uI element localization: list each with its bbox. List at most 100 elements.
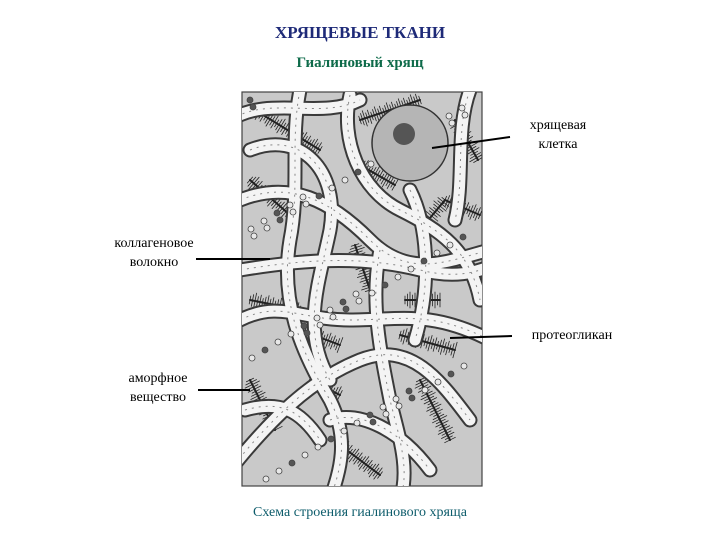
- matrix-granule: [247, 225, 255, 233]
- proteoglycan-bristle: [312, 142, 319, 152]
- proteoglycan-bristle: [359, 268, 368, 272]
- proteoglycan-bristle: [390, 179, 396, 188]
- collagen-fiber-periodicity: [242, 92, 482, 486]
- proteoglycan-bristle: [466, 147, 480, 156]
- proteoglycan-bristle: [452, 341, 458, 359]
- matrix-granule: [379, 403, 387, 411]
- matrix-granule: [329, 313, 337, 321]
- proteoglycan-bristle: [256, 296, 259, 307]
- proteoglycan-bristle: [377, 471, 383, 479]
- proteoglycan-bristle: [317, 146, 323, 154]
- proteoglycan-bristle: [247, 385, 262, 393]
- proteoglycan-bristle: [370, 111, 374, 121]
- proteoglycan-pointer-line: [449, 335, 513, 339]
- proteoglycan-bristle: [433, 207, 441, 213]
- proteoglycan-bristle: [270, 115, 279, 129]
- proteoglycan-bristle: [246, 176, 254, 184]
- matrix-granule: [273, 209, 281, 217]
- proteoglycan-bristle: [269, 116, 276, 126]
- proteoglycan-bristle: [432, 337, 438, 352]
- proteoglycan-bristle: [246, 377, 254, 383]
- matrix-granule: [250, 232, 258, 240]
- proteoglycan-bristle: [432, 413, 445, 421]
- proteoglycan-bristle: [439, 338, 446, 355]
- proteoglycan-bristle: [466, 205, 471, 215]
- matrix-granule: [262, 475, 270, 483]
- proteoglycan-bristle: [441, 431, 455, 439]
- proteoglycan-bristle: [375, 169, 384, 183]
- proteoglycan-bristle: [373, 106, 380, 123]
- collagen-label: коллагеновое волокно: [96, 234, 212, 272]
- collagen-fiber-band-1: [249, 144, 332, 381]
- proteoglycan-bristle: [358, 115, 362, 125]
- matrix-granule: [408, 394, 416, 402]
- proteoglycan-bristle: [478, 210, 482, 220]
- proteoglycan-bristle: [414, 93, 421, 108]
- proteoglycan-bristle: [450, 343, 455, 356]
- matrix-granule: [367, 160, 375, 168]
- proteoglycan-bristle: [443, 342, 447, 353]
- page-subtitle: Гиалиновый хрящ: [296, 55, 424, 71]
- proteoglycan-bristle: [362, 460, 370, 469]
- proteoglycan-bristle: [281, 122, 290, 136]
- matrix-granule: [459, 233, 467, 241]
- proteoglycan-bristle: [367, 463, 377, 475]
- proteoglycan-bristle: [372, 109, 377, 122]
- proteoglycan-bristle: [372, 467, 380, 477]
- proteoglycan-bristle: [425, 210, 439, 222]
- proteoglycan-bristle: [462, 202, 470, 216]
- proteoglycan-bristle: [358, 456, 370, 470]
- proteoglycan-bristle: [469, 154, 482, 163]
- proteoglycan-bristle: [436, 340, 439, 350]
- amorphous-label: аморфное вещество: [112, 369, 204, 407]
- proteoglycan-bristle: [430, 338, 435, 350]
- proteoglycan-bristle: [418, 384, 429, 390]
- matrix-granule: [341, 176, 349, 184]
- proteoglycan-bristle: [363, 459, 373, 473]
- matrix-granule: [353, 419, 361, 427]
- proteoglycan-bristle: [335, 338, 341, 351]
- matrix-granule: [301, 451, 309, 459]
- amorphous-label-line1: аморфное: [128, 371, 188, 386]
- matrix-granule: [274, 338, 282, 346]
- proteoglycan-bristle: [429, 408, 443, 416]
- matrix-granule: [420, 257, 428, 265]
- proteoglycan-bristle: [251, 389, 260, 394]
- proteoglycan-bristle: [415, 379, 427, 386]
- proteoglycan-bristle: [245, 379, 257, 386]
- cell-pointer-line: [431, 136, 511, 149]
- matrix-granule: [433, 249, 441, 257]
- proteoglycan-bristle: [432, 415, 448, 424]
- cell-label-line2: клетка: [538, 137, 578, 152]
- proteoglycan-bristle: [430, 407, 440, 413]
- chondrocyte-nucleus: [393, 123, 415, 145]
- proteoglycan-bristle: [366, 109, 373, 124]
- proteoglycan-bristle: [439, 423, 448, 429]
- proteoglycan-bristle: [377, 108, 382, 119]
- matrix-granule: [313, 314, 321, 322]
- matrix-granule: [316, 321, 324, 329]
- proteoglycan-bristle: [274, 119, 280, 128]
- proteoglycan-bristle: [248, 384, 259, 390]
- matrix-granule: [381, 281, 389, 289]
- matrix-granule: [366, 411, 374, 419]
- matrix-granule: [339, 298, 347, 306]
- proteoglycan-bristle: [271, 197, 282, 210]
- proteoglycan-bristle: [348, 448, 360, 463]
- matrix-granule: [460, 362, 468, 370]
- matrix-granule: [260, 217, 268, 225]
- collagen-fiber-band-12: [244, 405, 321, 441]
- proteoglycan-bristle: [416, 377, 424, 383]
- proteoglycan-bristle: [328, 336, 333, 347]
- proteoglycan-bristle: [398, 330, 402, 340]
- proteoglycan-bristle: [337, 390, 343, 400]
- proteoglycan-bristle: [347, 448, 357, 460]
- collagen-fiber-band-4: [242, 260, 482, 275]
- proteoglycan-bristle: [244, 380, 260, 389]
- proteoglycan-bristle: [426, 402, 439, 409]
- matrix-granule: [446, 241, 454, 249]
- matrix-granule: [328, 184, 336, 192]
- proteoglycan-bristle: [469, 204, 477, 220]
- proteoglycan-bristle: [423, 397, 438, 405]
- proteoglycan-bristle: [374, 170, 381, 180]
